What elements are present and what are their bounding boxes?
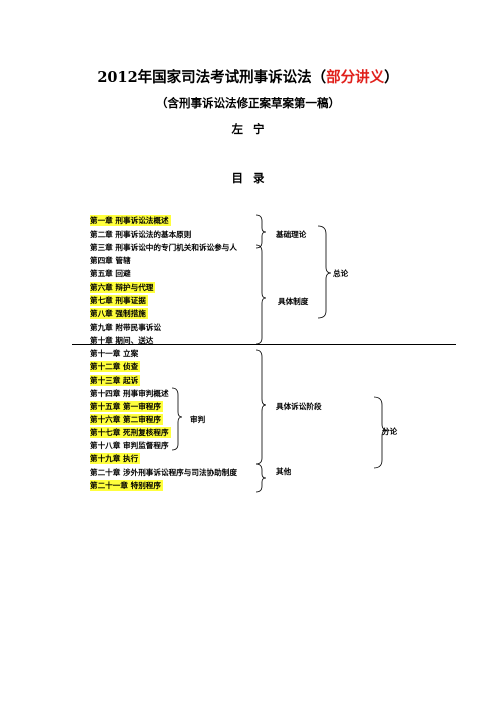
chapter-item[interactable]: 第九章 附带民事诉讼 <box>90 323 161 332</box>
brace-specific-stages <box>255 349 267 465</box>
chapter-item[interactable]: 第十一章 立案 <box>90 349 139 358</box>
brace-general <box>317 225 332 319</box>
chapter-item[interactable]: 第六章 辩护与代理 <box>90 282 156 293</box>
chapter-item[interactable]: 第三章 刑事诉讼中的专门机关和诉讼参与人 <box>90 243 237 252</box>
chapter-item[interactable]: 第二章 刑事诉讼法的基本原则 <box>90 230 192 239</box>
group-label-trial: 审判 <box>190 415 206 424</box>
chapter-item[interactable]: 第二十章 涉外刑事诉讼程序与司法协助制度 <box>90 468 237 477</box>
chapter-item[interactable]: 第十四章 刑事审判概述 <box>90 389 169 398</box>
brace-other <box>255 463 267 493</box>
title-text: 2012年国家司法考试刑事诉讼法（ <box>97 69 327 86</box>
document-subtitle: （含刑事诉讼法修正案草案第一稿） <box>156 96 340 110</box>
chapter-item[interactable]: 第十三章 起诉 <box>90 375 141 386</box>
brace-specific-system <box>255 244 267 345</box>
group-label-specific-system: 具体制度 <box>278 297 309 306</box>
chapter-item[interactable]: 第十七章 死刑复核程序 <box>90 427 171 438</box>
chapter-item[interactable]: 第二十一章 特别程序 <box>90 480 163 491</box>
group-label-general: 总论 <box>333 269 349 278</box>
chapter-item[interactable]: 第五章 回避 <box>90 269 131 278</box>
chapter-item[interactable]: 第十八章 审判监督程序 <box>90 441 169 450</box>
brace-basic-theory <box>255 214 267 249</box>
group-label-specific-stages: 具体诉讼阶段 <box>276 402 322 411</box>
brace-trial <box>171 387 183 451</box>
chapter-item[interactable]: 第四章 管辖 <box>90 256 131 265</box>
chapter-item[interactable]: 第十六章 第二审程序 <box>90 414 163 425</box>
toc-heading: 目录 <box>231 171 275 185</box>
section-divider <box>72 344 456 346</box>
chapter-item[interactable]: 第一章 刑事诉讼法概述 <box>90 215 171 226</box>
chapter-item[interactable]: 第十五章 第一审程序 <box>90 401 163 412</box>
chapter-item[interactable]: 第十九章 执行 <box>90 453 141 464</box>
group-label-basic-theory: 基础理论 <box>276 230 307 239</box>
document-title: 2012年国家司法考试刑事诉讼法（部分讲义） <box>0 66 496 87</box>
title-end: ） <box>384 69 399 86</box>
group-label-specific: 分论 <box>382 427 398 436</box>
group-label-other: 其他 <box>276 467 292 476</box>
author-name: 左宁 <box>231 122 275 136</box>
chapter-item[interactable]: 第十章 期间、送达 <box>90 336 154 345</box>
title-highlight: 部分讲义 <box>326 69 385 86</box>
brace-specific <box>373 396 388 469</box>
chapter-item[interactable]: 第八章 强制措施 <box>90 308 148 319</box>
chapter-item[interactable]: 第十二章 侦查 <box>90 361 141 372</box>
chapter-item[interactable]: 第七章 刑事证据 <box>90 295 148 306</box>
